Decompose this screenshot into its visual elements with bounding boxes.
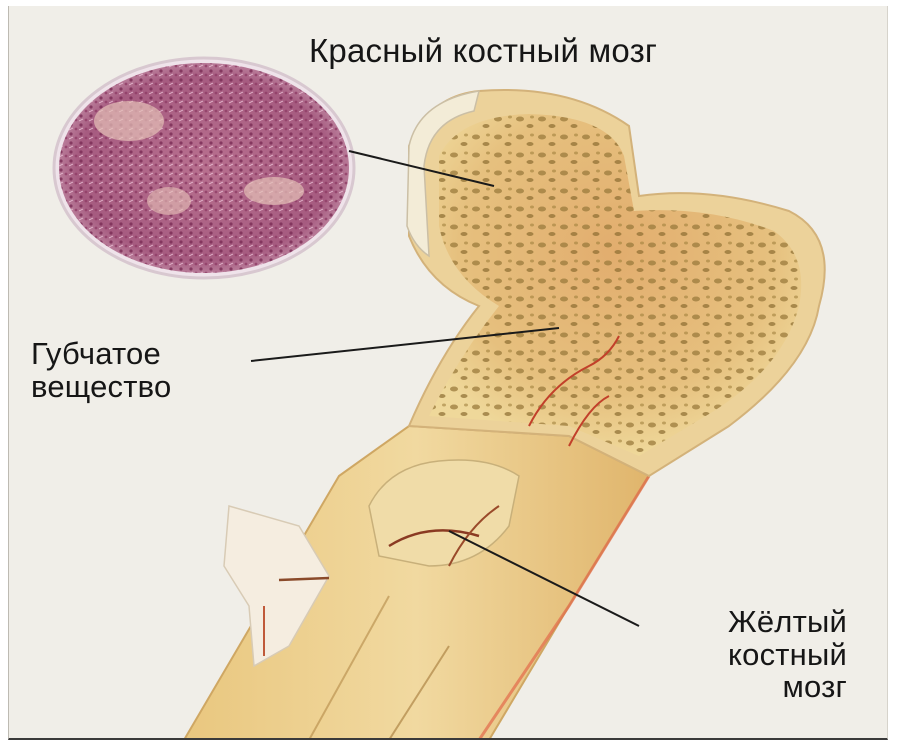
femur-head-and-trochanter [406,89,826,478]
label-spongy-line-2: вещество [31,368,172,404]
diagram-frame: Красный костный мозг Губчатое вещество Ж… [8,6,888,740]
periosteum-flap [223,505,330,668]
label-yellow-line-3: мозг [782,669,847,705]
bone-shaft [184,424,651,738]
label-yellow-bone-marrow: Жёлтый костный мозг [728,604,847,705]
yellow-marrow-cavity [368,459,520,567]
label-spongy-substance: Губчатое вещество [31,336,172,404]
label-yellow-line-1: Жёлтый [728,604,847,639]
label-yellow-line-2: костный [728,636,847,672]
leader-lines [250,150,640,627]
label-spongy-line-1: Губчатое [31,336,161,371]
label-red-bone-marrow: Красный костный мозг [309,32,658,69]
leader-line-yellow-marrow [448,530,640,627]
femur-illustration [52,56,826,738]
leader-line-red-marrow [348,150,495,187]
leader-line-spongy [250,327,560,362]
red-marrow-micrograph [52,56,356,280]
